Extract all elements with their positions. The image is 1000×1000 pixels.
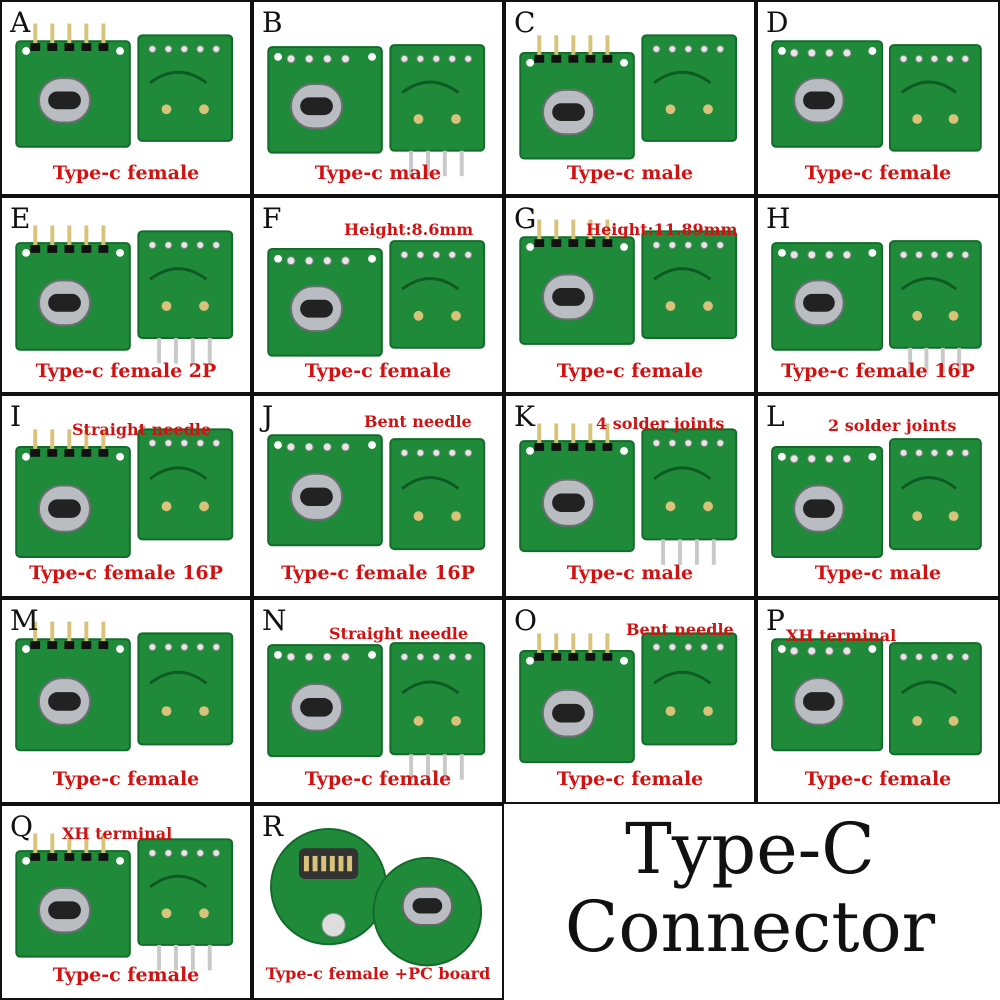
- panel-letter: P: [766, 604, 785, 637]
- panel-caption: Type-c female 16P: [781, 360, 975, 382]
- product-panel-c: C Type-c male: [504, 0, 756, 196]
- panel-note: XH terminal: [786, 626, 897, 645]
- panel-note: Straight needle: [72, 420, 212, 439]
- panel-letter: O: [514, 604, 537, 637]
- panel-letter: L: [766, 400, 785, 433]
- panel-note: Straight needle: [329, 624, 469, 643]
- panel-letter: A: [10, 6, 31, 39]
- panel-caption: Type-c female: [804, 768, 952, 790]
- panel-letter: I: [10, 400, 22, 433]
- panel-letter: B: [262, 6, 283, 39]
- connector-photo: [15, 621, 234, 752]
- panel-caption: Type-c female 16P: [281, 562, 475, 584]
- connector-photo: [771, 438, 982, 558]
- panel-caption: Type-c male: [814, 562, 942, 584]
- panel-letter: F: [262, 202, 282, 235]
- product-panel-a: A Type-c female: [0, 0, 252, 196]
- title-line-1: Type-C: [625, 808, 875, 890]
- product-panel-e: E Type-c female 2P: [0, 196, 252, 394]
- panel-caption: Type-c male: [566, 162, 694, 184]
- connector-photo: [771, 240, 982, 374]
- panel-caption: Type-c female: [304, 360, 452, 382]
- panel-letter: C: [514, 6, 536, 39]
- connector-photo: [267, 434, 486, 551]
- panel-note: Bent needle: [626, 620, 734, 639]
- panel-note: Height:11.89mm: [586, 220, 738, 239]
- panel-caption: Type-c female: [52, 768, 200, 790]
- product-panel-d: D Type-c female: [756, 0, 1000, 196]
- product-panel-r: R Type-c female +PC board: [252, 804, 504, 1000]
- panel-caption: Type-c female: [804, 162, 952, 184]
- panel-note: Height:8.6mm: [344, 220, 474, 239]
- panel-letter: G: [514, 202, 537, 235]
- panel-caption: Type-c female +PC board: [265, 964, 491, 983]
- connector-photo: [270, 828, 483, 967]
- connector-photo: [15, 833, 234, 971]
- panel-caption: Type-c male: [314, 162, 442, 184]
- connector-photo: [771, 40, 982, 152]
- connector-photo: [267, 240, 486, 357]
- product-panel-b: B Type-c male: [252, 0, 504, 196]
- panel-caption: Type-c female 2P: [35, 360, 217, 382]
- panel-caption: Type-c female: [556, 768, 704, 790]
- panel-letter: E: [10, 202, 31, 235]
- panel-letter: N: [262, 604, 287, 637]
- panel-note: 4 solder joints: [596, 414, 725, 433]
- panel-note: XH terminal: [62, 824, 173, 843]
- panel-caption: Type-c female: [556, 360, 704, 382]
- connector-photo: [267, 44, 486, 177]
- product-title: Type-C Connector: [500, 810, 1000, 1000]
- panel-caption: Type-c male: [566, 562, 694, 584]
- panel-caption: Type-c female: [52, 162, 200, 184]
- panel-letter: D: [766, 6, 789, 39]
- panel-note: Bent needle: [364, 412, 472, 431]
- panel-caption: Type-c female 16P: [29, 562, 223, 584]
- panel-letter: M: [10, 604, 39, 637]
- product-panel-m: M Type-c female: [0, 598, 252, 804]
- connector-photo: [519, 219, 738, 345]
- connector-photo: [267, 642, 486, 780]
- panel-letter: Q: [10, 810, 33, 843]
- connector-photo: [771, 638, 982, 756]
- connector-photo: [519, 34, 738, 160]
- connector-photo: [15, 428, 234, 558]
- connector-photo: [15, 225, 234, 364]
- panel-caption: Type-c female: [52, 964, 200, 986]
- panel-letter: H: [766, 202, 791, 235]
- title-line-2: Connector: [564, 886, 936, 968]
- product-panel-h: H Type-c female 16P: [756, 196, 1000, 394]
- connector-photo: [519, 423, 738, 565]
- panel-letter: J: [262, 400, 274, 433]
- panel-caption: Type-c female: [304, 768, 452, 790]
- connector-photo: [519, 632, 738, 764]
- panel-letter: R: [262, 810, 284, 843]
- panel-note: 2 solder joints: [828, 416, 957, 435]
- panel-letter: K: [514, 400, 535, 433]
- connector-photo: [15, 23, 234, 148]
